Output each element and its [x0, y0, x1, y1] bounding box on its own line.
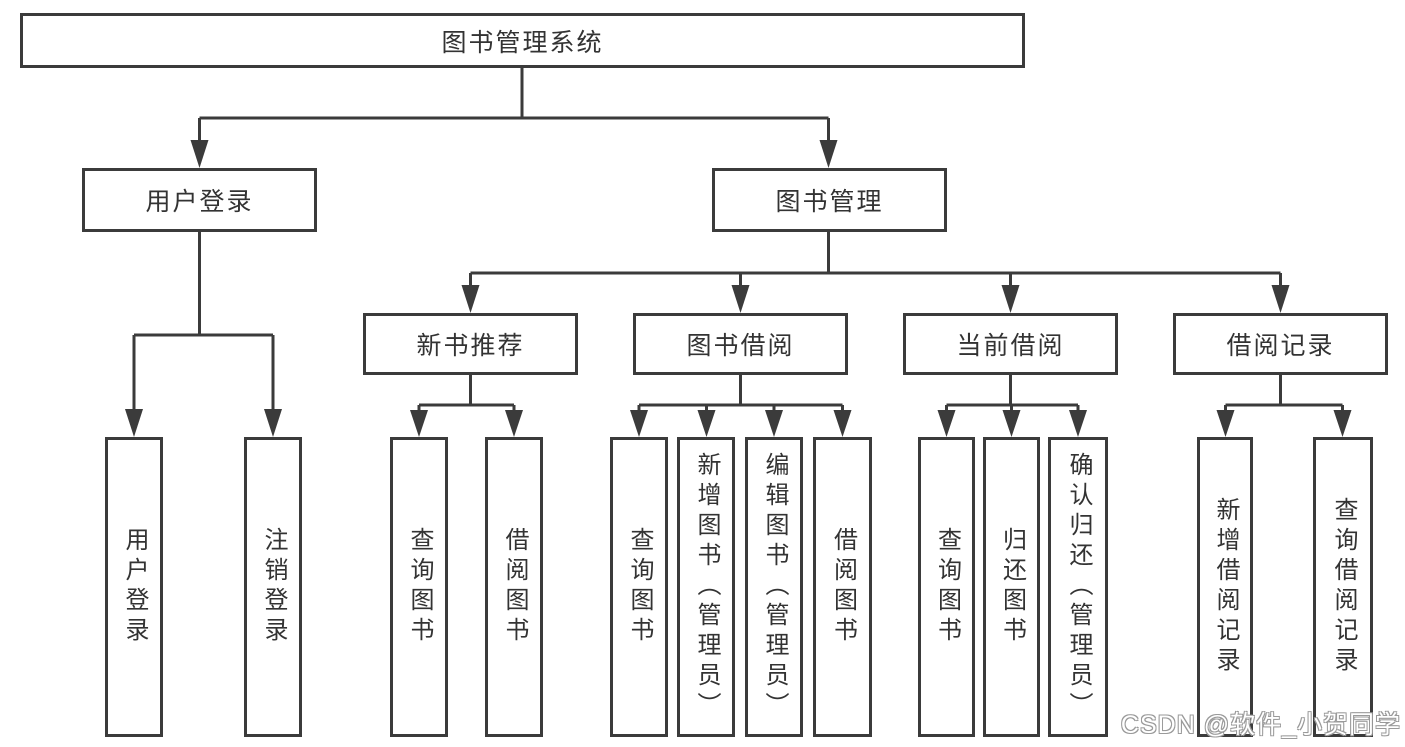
node-label: 图书管理系统: [441, 28, 604, 57]
leaf-label: 查询图书: [933, 527, 961, 647]
node-label: 当前借阅: [956, 332, 1065, 360]
leaf-add-books-admin: 新增图书（管理员）: [677, 437, 735, 737]
leaf-label: 借阅图书: [829, 527, 857, 647]
leaf-query-borrow-record: 查询借阅记录: [1313, 437, 1373, 737]
node-label: 图书管理: [775, 188, 884, 216]
leaf-return-books: 归还图书: [983, 437, 1040, 737]
leaf-label: 新增图书（管理员）: [693, 452, 720, 722]
arrowhead-icon: [505, 410, 523, 437]
node-label: 借阅记录: [1226, 332, 1335, 360]
leaf-borrow-books-2: 借阅图书: [813, 437, 872, 737]
leaf-user-login: 用户登录: [105, 437, 163, 737]
arrowhead-icon: [410, 410, 428, 437]
leaf-label: 编辑图书（管理员）: [761, 452, 788, 722]
arrowhead-icon: [630, 410, 648, 437]
leaf-add-borrow-record: 新增借阅记录: [1197, 437, 1253, 737]
leaf-label: 归还图书: [998, 527, 1026, 647]
leaf-logout: 注销登录: [244, 437, 302, 737]
leaf-query-books-2: 查询图书: [610, 437, 668, 737]
node-book-borrowing: 图书借阅: [633, 313, 848, 375]
arrowhead-icon: [1002, 410, 1021, 437]
arrowhead-icon: [1333, 410, 1352, 437]
leaf-label: 用户登录: [121, 527, 148, 647]
arrowhead-icon: [1271, 285, 1290, 313]
arrowhead-icon: [1069, 410, 1087, 437]
node-label: 图书借阅: [686, 332, 795, 360]
leaf-label: 借阅图书: [501, 527, 528, 647]
arrowhead-icon: [937, 410, 956, 437]
arrowheads: [125, 140, 1352, 437]
arrowhead-icon: [264, 409, 282, 437]
leaf-edit-books-admin: 编辑图书（管理员）: [745, 437, 803, 737]
node-current-borrowing: 当前借阅: [903, 313, 1118, 375]
arrowhead-icon: [461, 285, 480, 313]
arrowhead-icon: [697, 410, 716, 437]
leaf-query-books-1: 查询图书: [390, 437, 448, 737]
node-borrow-records: 借阅记录: [1173, 313, 1388, 375]
arrowhead-icon: [1001, 285, 1020, 313]
node-label: 新书推荐: [416, 332, 525, 360]
arrowhead-icon: [190, 140, 209, 168]
node-new-book-recommend: 新书推荐: [363, 313, 578, 375]
node-label: 用户登录: [145, 188, 254, 216]
leaf-label: 确认归还（管理员）: [1065, 452, 1092, 722]
leaf-query-books-3: 查询图书: [918, 437, 975, 737]
leaf-borrow-books-1: 借阅图书: [485, 437, 543, 737]
csdn-watermark: CSDN @软件_小贺同学: [1120, 711, 1401, 739]
node-book-management: 图书管理: [712, 168, 947, 232]
leaf-confirm-return-admin: 确认归还（管理员）: [1048, 437, 1108, 737]
arrowhead-icon: [1216, 410, 1235, 437]
arrowhead-icon: [125, 409, 143, 437]
arrowhead-icon: [731, 285, 750, 313]
leaf-label: 查询图书: [406, 527, 433, 647]
leaf-label: 查询图书: [626, 527, 653, 647]
arrowhead-icon: [833, 410, 852, 437]
node-root-system: 图书管理系统: [20, 13, 1025, 68]
leaf-label: 注销登录: [260, 527, 287, 647]
leaf-label: 查询借阅记录: [1330, 497, 1357, 677]
node-user-login: 用户登录: [82, 168, 317, 232]
arrowhead-icon: [765, 410, 783, 437]
arrowhead-icon: [819, 140, 838, 168]
leaf-label: 新增借阅记录: [1212, 497, 1239, 677]
